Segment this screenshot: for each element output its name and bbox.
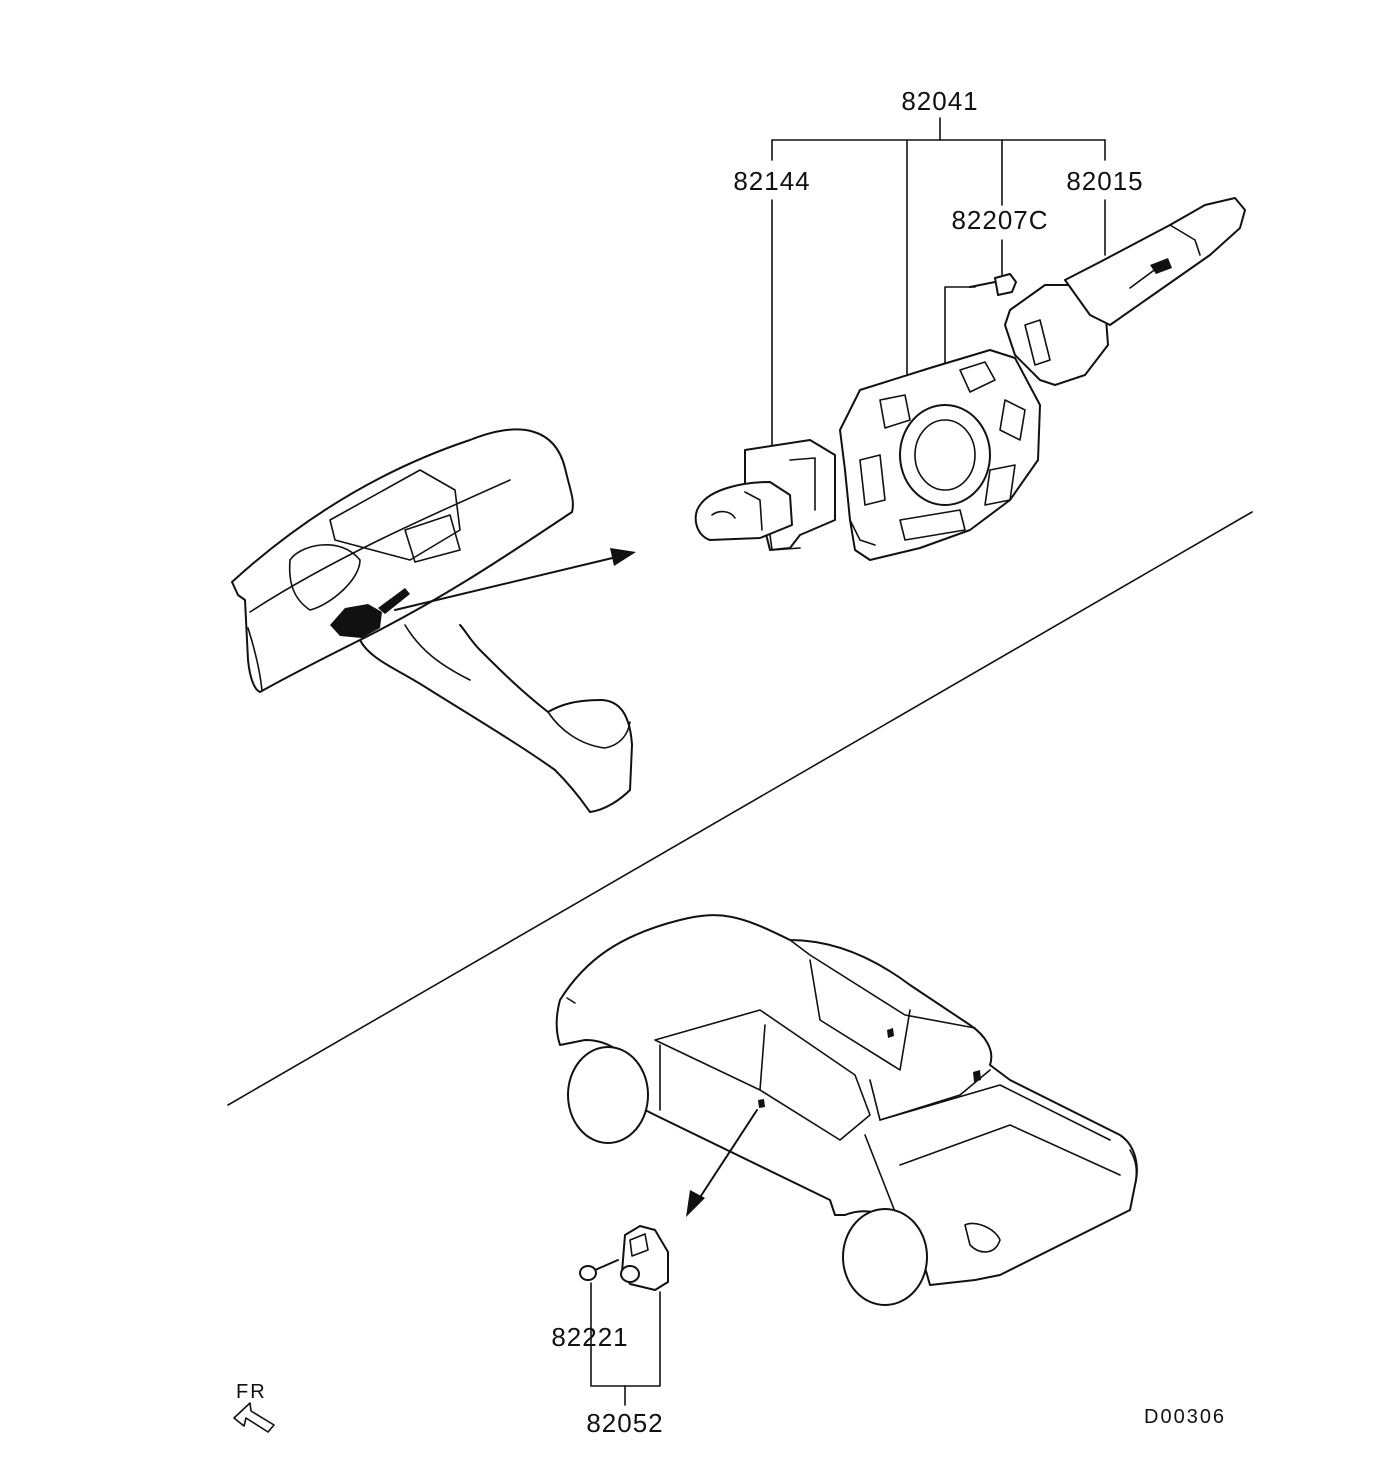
diagram-code: D00306: [1144, 1406, 1226, 1428]
screw-82207c-part: [969, 273, 1017, 296]
part-number-82015: 82015: [1066, 166, 1143, 196]
front-arrow-icon: [233, 1402, 275, 1433]
dashboard-illustration: [231, 428, 636, 813]
pickup-truck-illustration: [555, 914, 1138, 1306]
section-divider: [227, 511, 1253, 1106]
clock-spring-part: [839, 349, 1041, 561]
part-number-82221: 82221: [551, 1322, 628, 1352]
front-label: FR: [236, 1381, 267, 1403]
screw-82221-part: [579, 1259, 619, 1281]
callout-lines-column-switch: [771, 117, 1106, 451]
column-switch-illustration: [694, 197, 1246, 561]
door-switch-parts: [579, 1225, 669, 1406]
part-number-82041: 82041: [901, 86, 978, 116]
part-number-82207c: 82207C: [951, 205, 1048, 235]
part-number-82052: 82052: [586, 1408, 663, 1438]
wiper-switch-part: [1004, 197, 1246, 386]
door-switch-82052-part: [620, 1225, 669, 1291]
lighting-switch-part: [694, 439, 836, 551]
part-number-82144: 82144: [733, 166, 810, 196]
